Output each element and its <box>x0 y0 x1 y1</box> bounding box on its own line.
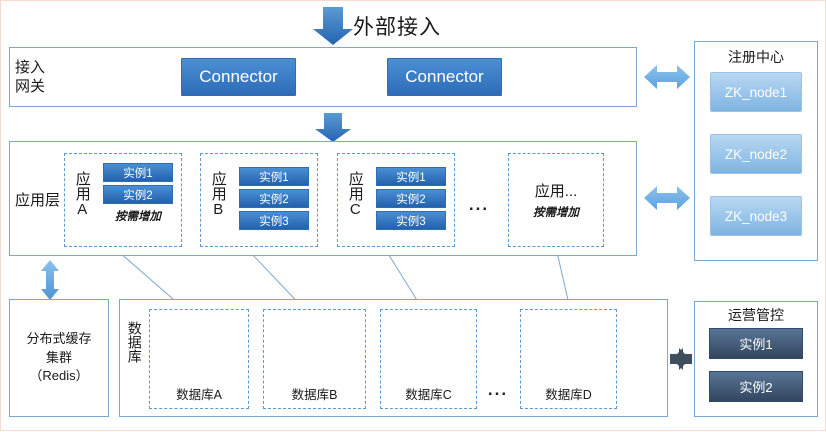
db-operations-arrow-icon <box>670 348 692 370</box>
connector-button-1[interactable]: Connector <box>181 58 296 96</box>
app-a-instance-2[interactable]: 实例2 <box>103 185 173 204</box>
app-group-c-name: 应用C <box>346 171 364 218</box>
access-gateway-label-line2: 网关 <box>15 78 46 95</box>
app-registry-arrow-icon <box>644 186 690 210</box>
database-ellipsis: ... <box>487 380 509 399</box>
diagram-title: 外部接入 <box>353 16 441 39</box>
app-a-scale-note: 按需增加 <box>115 211 161 223</box>
zk-node-3[interactable]: ZK_node3 <box>710 196 802 236</box>
access-gateway-panel <box>9 47 637 107</box>
db-group-a-name: 数据库A <box>176 388 222 402</box>
app-group-c[interactable]: 应用C 实例1 实例2 实例3 <box>337 153 455 247</box>
registry-center-panel: 注册中心 ZK_node1 ZK_node2 ZK_node3 <box>694 41 818 261</box>
app-group-more-name: 应用... <box>534 183 578 200</box>
db-group-d[interactable]: 数据库D <box>520 309 617 409</box>
app-group-a[interactable]: 应用A 实例1 实例2 按需增加 <box>64 153 182 247</box>
db-group-b[interactable]: 数据库B <box>263 309 366 409</box>
app-group-b-name: 应用B <box>209 171 227 218</box>
operations-instance-1[interactable]: 实例1 <box>709 328 803 359</box>
gateway-to-app-arrow-icon <box>315 113 351 142</box>
cache-label-line3: （Redis） <box>29 368 89 384</box>
external-access-arrow-icon <box>313 7 353 45</box>
app-c-instance-3[interactable]: 实例3 <box>376 211 446 230</box>
connector-button-2[interactable]: Connector <box>387 58 502 96</box>
database-layer-label: 数据库 <box>126 321 143 363</box>
zk-node-2[interactable]: ZK_node2 <box>710 134 802 174</box>
db-group-c[interactable]: 数据库C <box>380 309 477 409</box>
app-b-instance-1[interactable]: 实例1 <box>239 167 309 186</box>
access-gateway-label: 接入 网关 <box>15 55 73 101</box>
gateway-registry-arrow-icon <box>644 65 690 89</box>
application-layer-label: 应用层 <box>15 192 61 209</box>
operations-management-panel: 运营管控 实例1 实例2 <box>694 301 818 417</box>
database-panel <box>119 299 668 417</box>
registry-center-title: 注册中心 <box>728 49 784 65</box>
app-b-instance-3[interactable]: 实例3 <box>239 211 309 230</box>
db-group-d-name: 数据库D <box>545 388 592 402</box>
app-group-b[interactable]: 应用B 实例1 实例2 实例3 <box>200 153 318 247</box>
db-group-a[interactable]: 数据库A <box>149 309 249 409</box>
app-group-a-name: 应用A <box>73 171 91 218</box>
operations-instance-2[interactable]: 实例2 <box>709 371 803 402</box>
access-gateway-label-line1: 接入 <box>15 59 46 77</box>
app-group-more[interactable]: 应用... 按需增加 <box>508 153 604 247</box>
db-group-b-name: 数据库B <box>291 388 338 402</box>
app-a-instance-1[interactable]: 实例1 <box>103 163 173 182</box>
app-more-scale-note: 按需增加 <box>533 207 579 219</box>
zk-node-1[interactable]: ZK_node1 <box>710 72 802 112</box>
app-b-instance-2[interactable]: 实例2 <box>239 189 309 208</box>
db-group-c-name: 数据库C <box>405 388 452 402</box>
cache-label-line2: 集群 <box>45 349 72 365</box>
distributed-cache-panel: 分布式缓存 集群 （Redis） <box>9 299 109 417</box>
app-to-cache-arrow-icon <box>41 260 59 300</box>
app-c-instance-1[interactable]: 实例1 <box>376 167 446 186</box>
app-c-instance-2[interactable]: 实例2 <box>376 189 446 208</box>
app-layer-ellipsis: ... <box>468 195 490 214</box>
cache-label-line1: 分布式缓存 <box>26 330 92 346</box>
operations-title: 运营管控 <box>728 307 784 323</box>
